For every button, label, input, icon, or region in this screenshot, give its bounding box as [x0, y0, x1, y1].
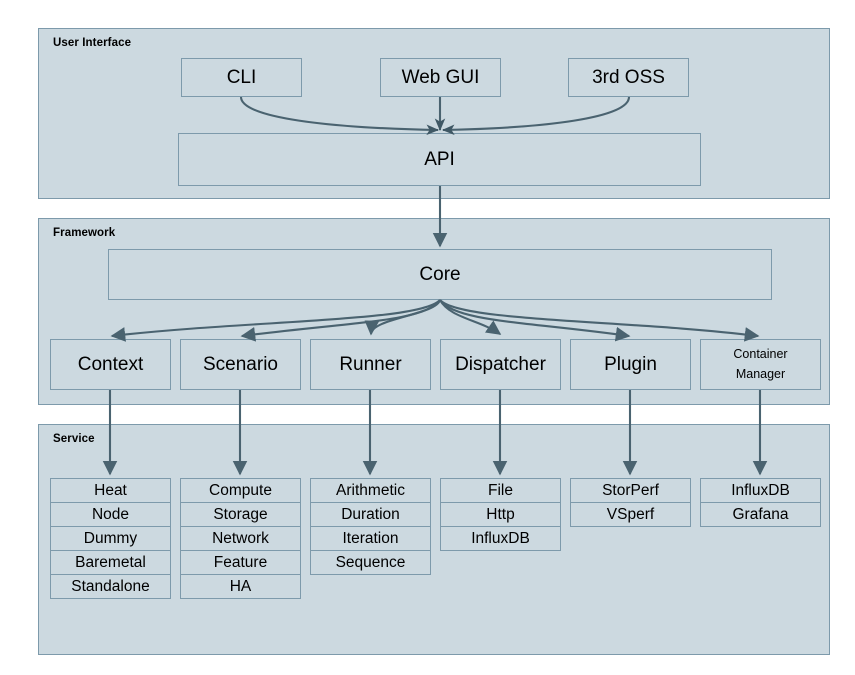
list-item[interactable]: Feature — [180, 550, 301, 575]
service-label: Network — [212, 529, 269, 547]
node-plugin-label: Plugin — [604, 353, 657, 375]
node-container-manager-label-line1: Container — [733, 347, 788, 362]
node-third-oss[interactable]: 3rd OSS — [568, 58, 689, 97]
panel-title-framework: Framework — [53, 227, 116, 239]
node-third-oss-label: 3rd OSS — [592, 66, 665, 88]
list-item[interactable]: StorPerf — [570, 478, 691, 503]
service-label: InfluxDB — [471, 529, 530, 547]
node-core-label: Core — [419, 263, 461, 285]
stack-runner-services: Arithmetic Duration Iteration Sequence — [310, 478, 431, 575]
list-item[interactable]: Compute — [180, 478, 301, 503]
service-label: File — [488, 481, 513, 499]
service-label: Dummy — [83, 529, 138, 547]
service-label: Standalone — [71, 577, 150, 595]
node-container-manager[interactable]: Container Manager — [700, 339, 821, 390]
node-core[interactable]: Core — [108, 249, 772, 300]
list-item[interactable]: InfluxDB — [700, 478, 821, 503]
list-item[interactable]: Iteration — [310, 526, 431, 551]
node-plugin[interactable]: Plugin — [570, 339, 691, 390]
service-label: Heat — [94, 481, 127, 499]
node-scenario[interactable]: Scenario — [180, 339, 301, 390]
service-label: StorPerf — [602, 481, 659, 499]
list-item[interactable]: Network — [180, 526, 301, 551]
service-label: Iteration — [342, 529, 399, 547]
node-web-gui[interactable]: Web GUI — [380, 58, 501, 97]
node-runner[interactable]: Runner — [310, 339, 431, 390]
list-item[interactable]: Grafana — [700, 502, 821, 527]
node-dispatcher-label: Dispatcher — [455, 353, 546, 375]
service-label: Compute — [209, 481, 272, 499]
node-web-gui-label: Web GUI — [401, 66, 480, 88]
list-item[interactable]: Standalone — [50, 574, 171, 599]
service-label: InfluxDB — [731, 481, 790, 499]
panel-title-service: Service — [53, 433, 95, 445]
list-item[interactable]: Node — [50, 502, 171, 527]
node-api-label: API — [424, 148, 455, 170]
service-label: Node — [91, 505, 130, 523]
list-item[interactable]: Sequence — [310, 550, 431, 575]
node-cli-label: CLI — [226, 66, 257, 88]
stack-plugin-services: StorPerf VSperf — [570, 478, 691, 527]
node-api[interactable]: API — [178, 133, 701, 186]
list-item[interactable]: Heat — [50, 478, 171, 503]
service-label: Storage — [213, 505, 268, 523]
node-scenario-label: Scenario — [203, 353, 278, 375]
list-item[interactable]: InfluxDB — [440, 526, 561, 551]
node-cli[interactable]: CLI — [181, 58, 302, 97]
list-item[interactable]: VSperf — [570, 502, 691, 527]
list-item[interactable]: Arithmetic — [310, 478, 431, 503]
list-item[interactable]: HA — [180, 574, 301, 599]
node-runner-label: Runner — [339, 353, 402, 375]
stack-container-manager-services: InfluxDB Grafana — [700, 478, 821, 527]
list-item[interactable]: Baremetal — [50, 550, 171, 575]
stack-scenario-services: Compute Storage Network Feature HA — [180, 478, 301, 599]
service-label: Grafana — [732, 505, 789, 523]
node-context[interactable]: Context — [50, 339, 171, 390]
service-label: Sequence — [335, 553, 406, 571]
service-label: VSperf — [606, 505, 655, 523]
service-label: Duration — [341, 505, 400, 523]
service-label: Http — [486, 505, 515, 523]
service-label: Baremetal — [75, 553, 146, 571]
list-item[interactable]: Http — [440, 502, 561, 527]
stack-dispatcher-services: File Http InfluxDB — [440, 478, 561, 551]
list-item[interactable]: Storage — [180, 502, 301, 527]
list-item[interactable]: Duration — [310, 502, 431, 527]
service-label: Arithmetic — [336, 481, 405, 499]
stack-context-services: Heat Node Dummy Baremetal Standalone — [50, 478, 171, 599]
service-label: HA — [229, 577, 252, 595]
node-context-label: Context — [77, 353, 144, 375]
node-container-manager-label-line2: Manager — [735, 366, 786, 381]
node-dispatcher[interactable]: Dispatcher — [440, 339, 561, 390]
panel-title-user-interface: User Interface — [53, 37, 132, 49]
list-item[interactable]: File — [440, 478, 561, 503]
service-label: Feature — [213, 553, 268, 571]
list-item[interactable]: Dummy — [50, 526, 171, 551]
